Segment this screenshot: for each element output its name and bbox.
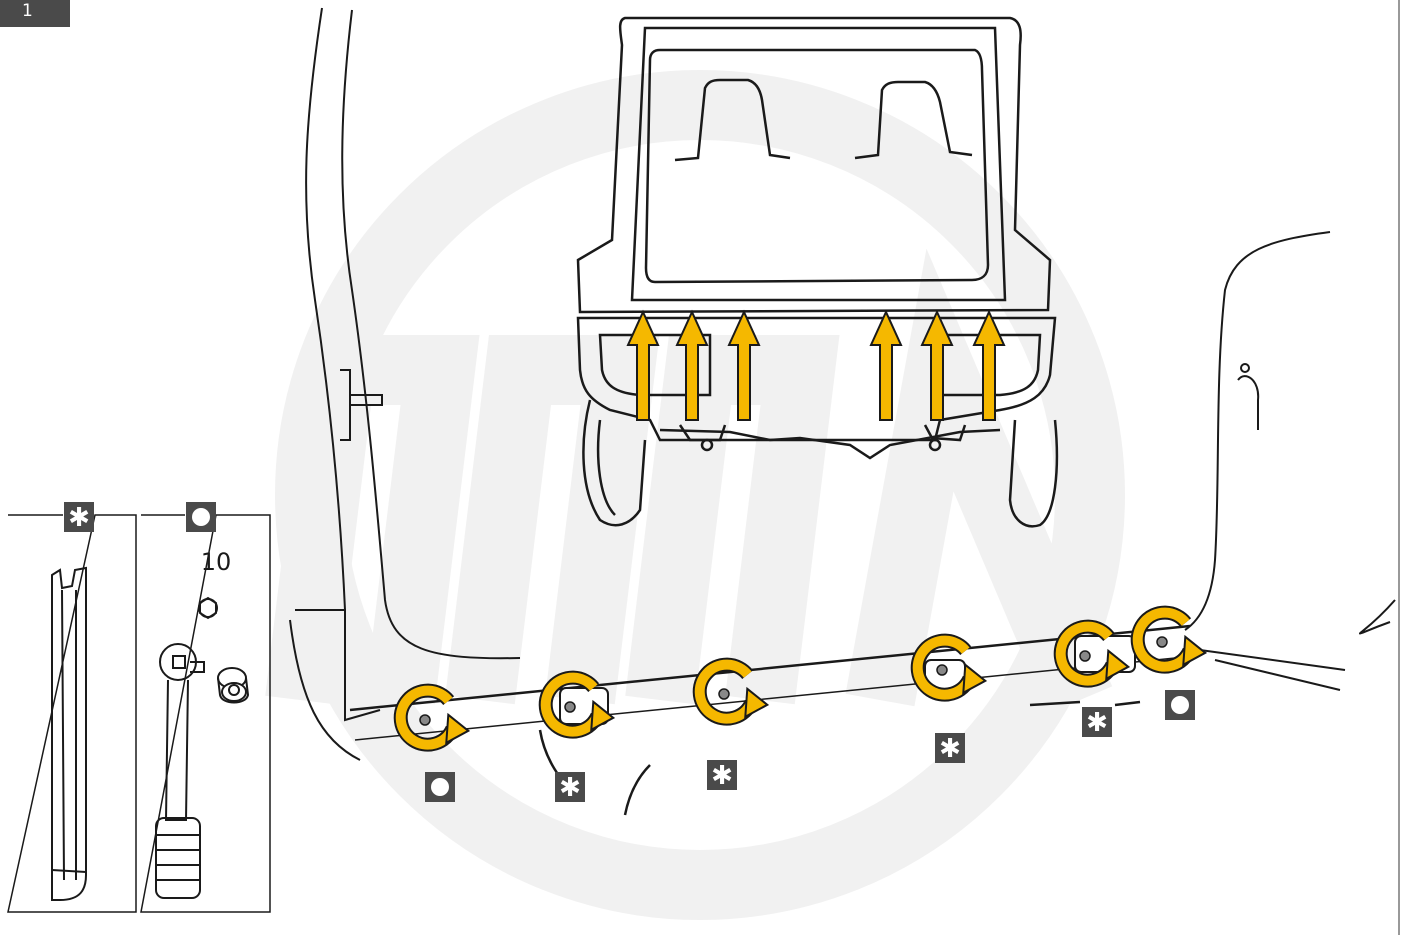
socket-size-label: 10 xyxy=(200,548,232,576)
asterisk-icon: ✱ xyxy=(68,503,90,533)
ratchet-socket-icon xyxy=(155,596,250,899)
lift-arrow xyxy=(727,309,761,421)
asterisk-icon: ✱ xyxy=(1086,708,1108,738)
badge-bolt xyxy=(1165,690,1195,720)
badge-clip: ✱ xyxy=(707,760,737,791)
lift-arrow xyxy=(869,309,903,421)
badge-clip: ✱ xyxy=(935,733,965,764)
badge-clip: ✱ xyxy=(1082,707,1112,738)
badge-trim-tool: ✱ xyxy=(64,502,94,533)
rotation-arrow-icon xyxy=(692,657,770,726)
rotation-arrow-icon xyxy=(393,683,471,752)
door-pillar-left xyxy=(289,7,521,761)
rotation-arrow-icon xyxy=(1053,619,1131,688)
lift-arrow xyxy=(626,309,660,421)
lift-arrow xyxy=(675,309,709,421)
step-number: 1 xyxy=(0,0,70,27)
asterisk-icon: ✱ xyxy=(711,761,733,791)
circle-icon xyxy=(431,778,449,796)
circle-icon xyxy=(192,508,210,526)
badge-socket-tool xyxy=(186,502,216,532)
lift-arrows xyxy=(626,309,1006,421)
rotation-arrow-icon xyxy=(1130,605,1208,674)
rotation-arrow-icon xyxy=(538,670,616,739)
trim-removal-tool-icon xyxy=(51,566,87,901)
asterisk-icon: ✱ xyxy=(559,773,581,803)
door-pillar-right xyxy=(1184,231,1396,691)
rotation-arrow-icon xyxy=(910,633,988,702)
badge-clip: ✱ xyxy=(555,772,585,803)
circle-icon xyxy=(1171,696,1189,714)
badge-bolt xyxy=(425,772,455,802)
removal-arrows xyxy=(393,605,1208,752)
vehicle-rear-view xyxy=(576,16,1059,528)
watermark-logo xyxy=(265,70,1125,920)
asterisk-icon: ✱ xyxy=(939,734,961,764)
lift-arrow xyxy=(920,309,954,421)
lift-arrow xyxy=(972,309,1006,421)
